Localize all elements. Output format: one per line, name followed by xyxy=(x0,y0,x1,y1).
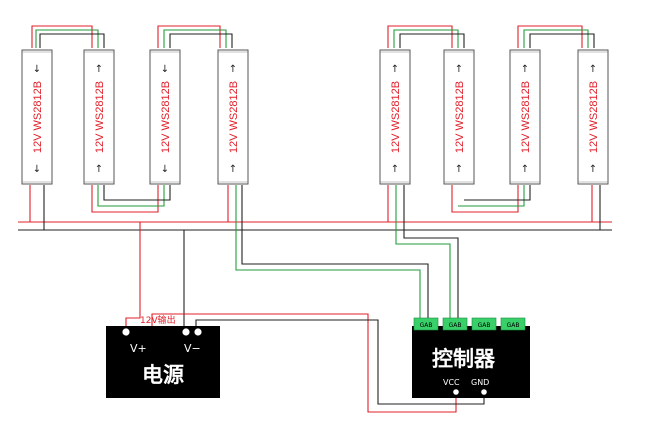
direction-arrow-icon: ↑ xyxy=(95,64,103,75)
jumper-bottom-2 xyxy=(451,185,519,213)
led-strip-6: ↑ ↑ 12V WS2812B xyxy=(443,49,475,185)
strip-model-label: 12V WS2812B xyxy=(588,81,600,153)
terminal-minus-screw-2 xyxy=(193,327,203,337)
output-terminal-4 xyxy=(500,317,526,331)
jumper-top-2 xyxy=(157,25,221,48)
jumper-bottom-2b xyxy=(464,185,531,201)
output-terminal-label: GAB xyxy=(420,322,433,329)
led-strip-body xyxy=(83,49,115,185)
strip-model-label: 12V WS2812B xyxy=(390,81,402,153)
jumper-top-1b xyxy=(39,33,105,48)
power-supply: V+ V− 电源 12V输出 xyxy=(106,314,220,398)
direction-arrow-icon: ↑ xyxy=(391,164,399,175)
jumper-top-1 xyxy=(31,25,93,48)
power-supply-box xyxy=(106,326,220,398)
led-strip-body xyxy=(379,49,411,185)
jumper-bottom-1b xyxy=(103,185,171,201)
output-terminal-1 xyxy=(413,317,439,331)
controller-box xyxy=(412,326,530,398)
led-strip-8: ↑ ↑ 12V WS2812B xyxy=(577,49,609,185)
controller-gnd-wire xyxy=(195,319,485,405)
direction-arrow-icon: ↑ xyxy=(455,164,463,175)
direction-arrow-icon: ↑ xyxy=(229,64,237,75)
direction-arrow-icon: ↓ xyxy=(33,64,41,75)
controller: GAB GAB GAB GAB 控制器 VCC GND xyxy=(412,317,530,398)
controller-terminal-gnd: GND xyxy=(471,378,489,387)
power-plus-wire xyxy=(125,222,141,330)
controller-vcc-screw xyxy=(452,388,460,396)
data-line-2-green xyxy=(395,185,451,318)
data-line-2-black xyxy=(403,185,459,318)
jumper-top-2b xyxy=(169,33,233,48)
jumper-bottom-1 xyxy=(91,185,159,213)
output-terminal-3 xyxy=(471,317,497,331)
jumper-bottom-1g xyxy=(97,185,165,207)
led-strip-2: ↑ ↑ 12V WS2812B xyxy=(83,49,115,185)
strip-model-label: 12V WS2812B xyxy=(454,81,466,153)
jumper-top-4g xyxy=(523,29,589,48)
power-output-label: 12V输出 xyxy=(140,314,176,326)
data-line-1-black xyxy=(241,185,429,318)
led-strips: ↓↓12V WS2812B↑↑12V WS2812B↓↓12V WS2812B↑… xyxy=(21,49,609,185)
led-strip-3: ↓ ↓ 12V WS2812B xyxy=(149,49,181,185)
direction-arrow-icon: ↑ xyxy=(589,164,597,175)
controller-gnd-screw xyxy=(480,388,488,396)
strip-model-label: 12V WS2812B xyxy=(94,81,106,153)
power-terminal-minus: V− xyxy=(184,342,201,355)
jumper-top-4 xyxy=(517,25,583,48)
power-terminal-plus: V+ xyxy=(130,342,147,355)
output-terminal-2 xyxy=(442,317,468,331)
output-terminal-label: GAB xyxy=(449,322,462,329)
output-terminal-label: GAB xyxy=(507,322,520,329)
direction-arrow-icon: ↓ xyxy=(33,164,41,175)
controller-output-terminals: GAB GAB GAB GAB xyxy=(413,317,526,331)
led-strip-4: ↑ ↑ 12V WS2812B xyxy=(217,49,249,185)
led-strip-body xyxy=(217,49,249,185)
jumper-top-2g xyxy=(163,29,227,48)
direction-arrow-icon: ↑ xyxy=(229,164,237,175)
jumper-top-4b xyxy=(529,33,595,48)
led-strip-body xyxy=(21,49,53,185)
jumper-top-3g xyxy=(393,29,459,48)
jumper-top-1g xyxy=(35,29,99,48)
direction-arrow-icon: ↓ xyxy=(161,164,169,175)
controller-vcc-wire xyxy=(151,313,457,413)
direction-arrow-icon: ↑ xyxy=(521,164,529,175)
controller-terminal-vcc: VCC xyxy=(443,378,460,387)
direction-arrow-icon: ↑ xyxy=(95,164,103,175)
led-strip-7: ↑ ↑ 12V WS2812B xyxy=(509,49,541,185)
led-strip-body xyxy=(149,49,181,185)
led-strip-body xyxy=(443,49,475,185)
direction-arrow-icon: ↑ xyxy=(521,64,529,75)
jumper-top-3b xyxy=(399,33,465,48)
strip-model-label: 12V WS2812B xyxy=(160,81,172,153)
strip-model-label: 12V WS2812B xyxy=(228,81,240,153)
direction-arrow-icon: ↑ xyxy=(391,64,399,75)
data-line-1-green xyxy=(235,185,421,318)
direction-arrow-icon: ↑ xyxy=(455,64,463,75)
strip-model-label: 12V WS2812B xyxy=(520,81,532,153)
controller-title: 控制器 xyxy=(432,347,496,371)
direction-arrow-icon: ↓ xyxy=(161,64,169,75)
power-supply-title: 电源 xyxy=(142,363,184,387)
strip-model-label: 12V WS2812B xyxy=(32,81,44,153)
direction-arrow-icon: ↑ xyxy=(589,64,597,75)
jumper-bottom-2g xyxy=(458,185,525,207)
wiring xyxy=(18,25,612,413)
output-terminal-label: GAB xyxy=(478,322,491,329)
led-strip-1: ↓ ↓ 12V WS2812B xyxy=(21,49,53,185)
terminal-minus-screw xyxy=(181,327,191,337)
terminal-plus-screw xyxy=(121,327,131,337)
led-strip-body xyxy=(577,49,609,185)
led-strip-5: ↑ ↑ 12V WS2812B xyxy=(379,49,411,185)
led-strip-body xyxy=(509,49,541,185)
jumper-top-3 xyxy=(387,25,453,48)
